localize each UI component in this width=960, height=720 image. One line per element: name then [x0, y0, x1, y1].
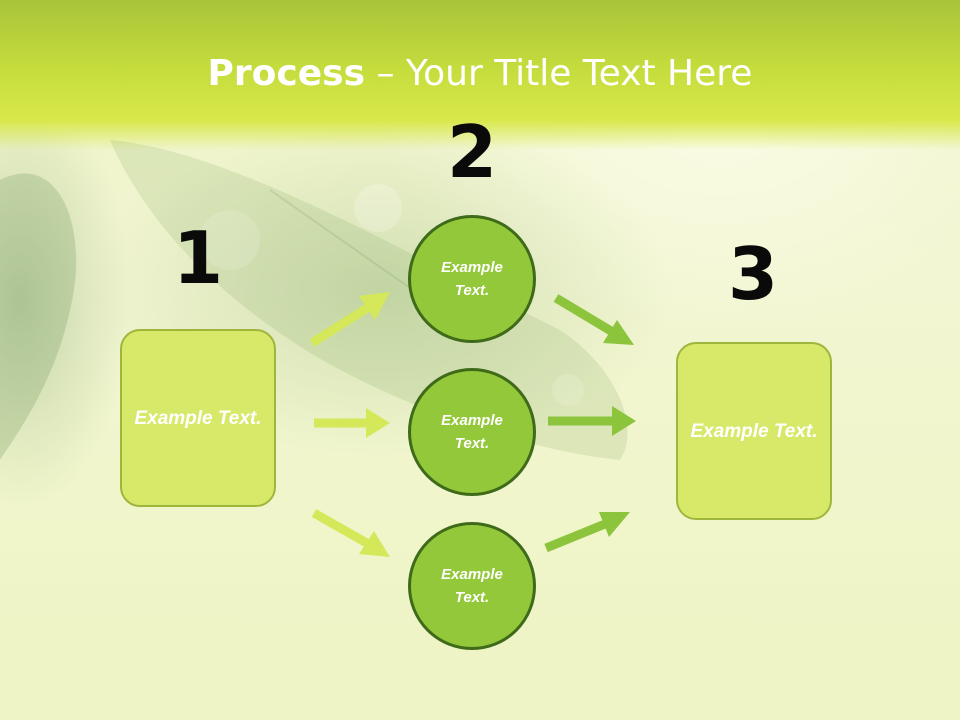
- step-number-1: 1: [172, 216, 224, 300]
- circle-middle-text: Example Text.: [441, 412, 503, 452]
- process-circle-middle: Example Text.: [408, 368, 536, 496]
- arrow-down-right-left: [311, 509, 390, 557]
- arrow-right-right: [548, 406, 636, 436]
- arrow-up-right-left: [309, 292, 390, 347]
- step-1-box: Example Text.: [120, 329, 276, 507]
- circle-bottom-text: Example Text.: [441, 566, 503, 606]
- arrow-down-right-right: [553, 294, 634, 345]
- process-circle-top: Example Text.: [408, 215, 536, 343]
- step-1-text: Example Text.: [134, 407, 262, 429]
- step-number-2: 2: [446, 110, 498, 194]
- slide-title: Process – Your Title Text Here: [0, 52, 960, 96]
- title-rest: – Your Title Text Here: [365, 53, 753, 94]
- arrow-up-right-right: [544, 512, 630, 553]
- arrow-right-left: [314, 408, 390, 438]
- process-circle-bottom: Example Text.: [408, 522, 536, 650]
- circle-top-text: Example Text.: [441, 259, 503, 299]
- step-3-box: Example Text.: [676, 342, 832, 520]
- step-3-text: Example Text.: [690, 420, 818, 442]
- title-strong: Process: [207, 53, 366, 94]
- step-number-3: 3: [727, 232, 779, 316]
- header-band: [0, 0, 960, 150]
